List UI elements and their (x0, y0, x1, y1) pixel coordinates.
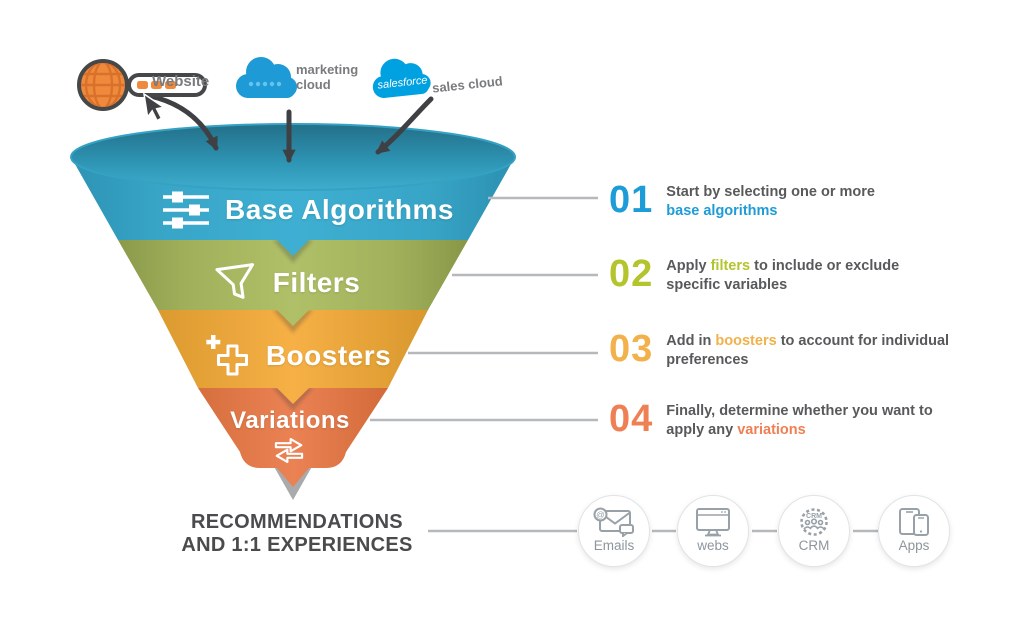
step-3: 03 Add in boosters to account for indivi… (609, 328, 966, 370)
outcome-line-1: RECOMMENDATIONS (191, 511, 403, 533)
website-search-icon (77, 59, 207, 122)
channel-label: webs (697, 538, 729, 553)
funnel-label-text: Filters (272, 267, 361, 298)
step-description: Apply filters to include or exclude spec… (666, 257, 928, 294)
step-text-pre: Finally, determine whether you want to a… (666, 403, 933, 438)
step-number: 03 (609, 328, 654, 370)
channel-emails: @ Emails (578, 495, 650, 567)
at-glyph: @ (596, 509, 605, 519)
crm-glyph: CRM (806, 513, 822, 520)
step-2: 02 Apply filters to include or exclude s… (609, 253, 928, 295)
sliders-icon (163, 191, 210, 229)
arrow-from-sales-cloud (375, 96, 434, 155)
source-label-marketing-cloud: marketing cloud (296, 62, 359, 92)
salesforce-wordmark: salesforce (377, 74, 428, 91)
funnel-mouth (70, 123, 516, 191)
funnel-label-boosters: Boosters (138, 334, 458, 378)
step-text-pre: Start by selecting one or more (666, 184, 875, 200)
funnel-label-base-algorithms: Base Algorithms (148, 188, 468, 232)
source-label-website: Website (152, 73, 210, 90)
step-connector-lines (370, 196, 598, 422)
funnel-label-variations: Variations (140, 406, 440, 436)
outcome-title: RECOMMENDATIONS AND 1:1 EXPERIENCES (158, 511, 436, 557)
funnel-label-text: Variations (230, 407, 350, 434)
step-text-pre: Apply (666, 258, 711, 274)
step-text-pre: Add in (666, 333, 716, 349)
funnel-label-filters: Filters (128, 261, 448, 305)
step-text-post: to include or exclude specific variables (666, 258, 900, 293)
email-icon: @ (593, 507, 634, 537)
step-1: 01 Start by selecting one or more base a… (609, 179, 908, 221)
step-text-highlight: boosters (715, 333, 777, 349)
outcome-line-2: AND 1:1 EXPERIENCES (181, 534, 413, 556)
step-number: 02 (609, 253, 654, 295)
step-number: 04 (609, 398, 654, 440)
marketing-cloud-icon (236, 57, 297, 98)
channel-crm: CRM CRM (778, 495, 850, 567)
funnel-label-text: Boosters (265, 340, 392, 371)
step-description: Add in boosters to account for individua… (666, 332, 966, 369)
filter-icon (215, 263, 254, 299)
sales-cloud-icon: salesforce (372, 58, 431, 98)
crm-gear-icon: CRM (800, 508, 828, 536)
step-text-highlight: base algorithms (666, 202, 778, 219)
channel-label: CRM (798, 538, 830, 553)
devices-icon (899, 508, 929, 536)
channel-label: Apps (898, 538, 930, 553)
channel-webs: webs (677, 495, 749, 567)
swap-arrows-icon (274, 437, 304, 464)
monitor-icon (696, 508, 730, 537)
funnel-layer-variations (198, 388, 388, 487)
channel-label: Emails (593, 538, 635, 553)
funnel-layer-boosters (158, 310, 428, 404)
funnel-label-text: Base Algorithms (225, 194, 454, 225)
step-text-highlight: variations (737, 421, 806, 438)
step-description: Finally, determine whether you want to a… (666, 402, 958, 439)
step-number: 01 (609, 179, 654, 221)
booster-plus-icon (206, 335, 248, 376)
step-text-highlight: filters (710, 258, 751, 274)
step-description: Start by selecting one or more base algo… (666, 183, 908, 220)
step-text-post: to account for individual preferences (666, 333, 950, 368)
step-4: 04 Finally, determine whether you want t… (609, 398, 958, 440)
arrow-from-website (147, 93, 219, 151)
channel-apps: Apps (878, 495, 950, 567)
funnel-layer-base-algorithms (71, 157, 515, 256)
funnel-layer-filters (118, 240, 468, 326)
